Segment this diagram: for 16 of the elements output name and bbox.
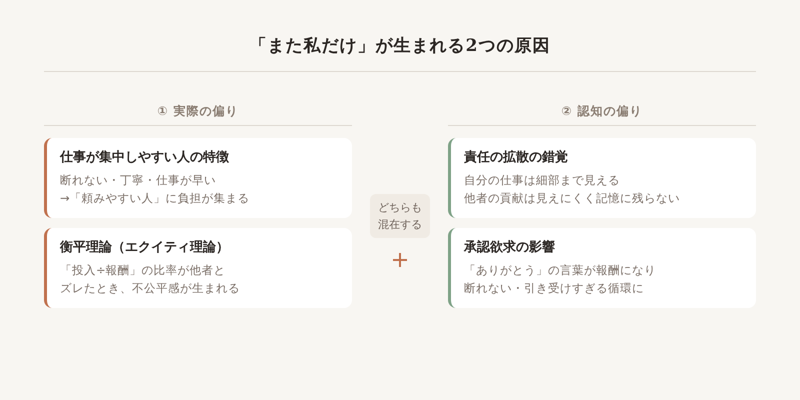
card-heading: 衡平理論（エクイティ理論） — [60, 239, 229, 257]
title: 「また私だけ」が生まれる2つの原因 — [250, 35, 550, 58]
info-card — [448, 138, 756, 218]
card-heading: 仕事が集中しやすい人の特徴 — [60, 149, 229, 167]
card-heading: 承認欲求の影響 — [464, 239, 555, 257]
note-box: どちらも混在する — [370, 194, 430, 238]
card-text: 断れない・丁寧・仕事が早い→「頼みやすい人」に負担が集まる — [60, 172, 250, 207]
card-heading: 責任の拡散の錯覚 — [464, 149, 568, 167]
card-text: 「投入÷報酬」の比率が他者とズレたとき、不公平感が生まれる — [60, 262, 240, 297]
card-text: 自分の仕事は細部まで見える他者の貢献は見えにくく記憶に残らない — [464, 172, 680, 207]
info-card — [448, 228, 756, 308]
card-text: 「ありがとう」の言葉が報酬になり断れない・引き受けすぎる循環に — [464, 262, 656, 297]
info-card — [44, 138, 352, 218]
column-heading: ② 認知の偏り — [561, 103, 643, 119]
info-card — [44, 228, 352, 308]
column-heading: ① 実際の偏り — [157, 103, 239, 119]
